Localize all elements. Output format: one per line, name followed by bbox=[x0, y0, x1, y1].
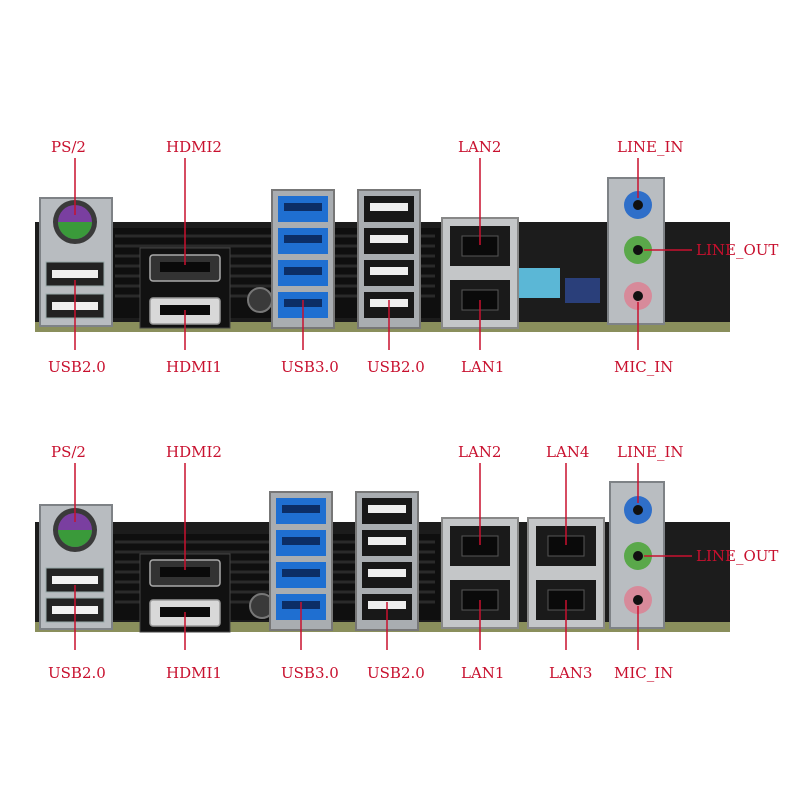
hdmi2-label: HDMI2 bbox=[166, 443, 222, 461]
usb20-mid-stack bbox=[357, 189, 421, 329]
io-panel-bottom: PS/2 HDMI2 LAN2 LAN4 LINE_IN LINE_OUT US… bbox=[0, 300, 800, 700]
line-in-label: LINE_IN bbox=[617, 138, 684, 156]
io-panel-top: PS/2 HDMI2 LAN2 LINE_IN LINE_OUT USB2.0 … bbox=[35, 138, 779, 376]
lan2-label: LAN2 bbox=[458, 138, 502, 156]
leader-lines bbox=[74, 158, 692, 350]
line-out-label: LINE_OUT bbox=[696, 241, 779, 259]
usb30-stack bbox=[269, 491, 333, 631]
lan-stack-b bbox=[527, 517, 605, 629]
line-in-label: LINE_IN bbox=[617, 443, 684, 461]
mic-in-label: MIC_IN bbox=[614, 664, 674, 682]
lan3-label: LAN3 bbox=[549, 664, 593, 682]
ps2-usb-stack bbox=[39, 504, 113, 630]
lan2-label: LAN2 bbox=[458, 443, 502, 461]
usb20-left-label: USB2.0 bbox=[48, 358, 106, 376]
hdmi2-label: HDMI2 bbox=[166, 138, 222, 156]
lan4-label: LAN4 bbox=[546, 443, 590, 461]
usb20-mid-label: USB2.0 bbox=[367, 664, 425, 682]
line-out-label: LINE_OUT bbox=[696, 547, 779, 565]
mic-in-label: MIC_IN bbox=[614, 358, 674, 376]
lan1-label: LAN1 bbox=[461, 664, 505, 682]
hdmi1-label: HDMI1 bbox=[166, 664, 222, 682]
board-header bbox=[565, 278, 600, 303]
ps2-label: PS/2 bbox=[51, 443, 86, 461]
usb30-label: USB3.0 bbox=[281, 358, 339, 376]
leader-lines bbox=[74, 463, 692, 650]
lan-stack bbox=[441, 217, 519, 329]
usb20-mid-label: USB2.0 bbox=[367, 358, 425, 376]
io-panel-top-photo bbox=[35, 158, 730, 350]
hdmi1-label: HDMI1 bbox=[166, 358, 222, 376]
board-component bbox=[515, 268, 560, 298]
ps2-label: PS/2 bbox=[51, 138, 86, 156]
audio-stack bbox=[607, 177, 665, 325]
audio-stack bbox=[609, 481, 665, 629]
io-panel-bottom-photo bbox=[35, 463, 730, 650]
lan1-label: LAN1 bbox=[461, 358, 505, 376]
usb30-label: USB3.0 bbox=[281, 664, 339, 682]
usb20-left-label: USB2.0 bbox=[48, 664, 106, 682]
